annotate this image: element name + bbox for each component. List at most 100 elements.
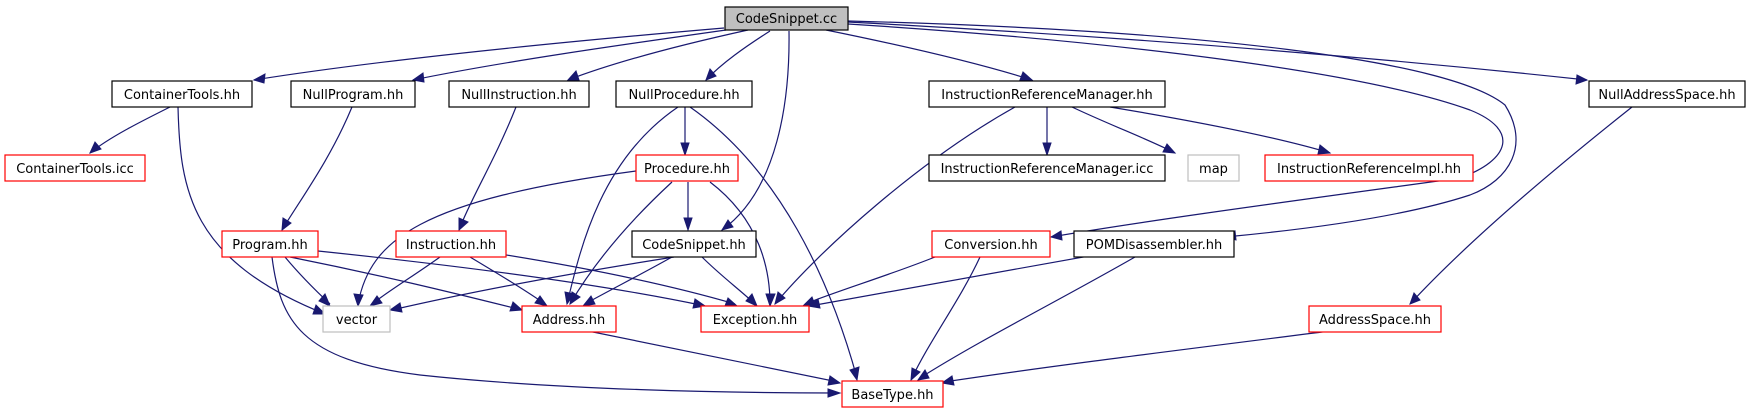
node-label: vector — [336, 313, 378, 328]
edge-codesnippet-hh-to-address-hh — [581, 256, 673, 307]
node-box — [700, 305, 810, 333]
node-label: NullProcedure.hh — [628, 88, 739, 103]
node-box — [931, 230, 1051, 258]
node-box — [4, 154, 146, 182]
node-address-hh[interactable]: Address.hh — [521, 305, 617, 333]
node-box — [841, 380, 944, 408]
edge-pomdisassembler-hh-to-basetype-hh — [916, 256, 1136, 381]
node-box — [395, 230, 507, 258]
edge-codesnippet-cc-to-containertools-hh — [252, 27, 725, 84]
edge-codesnippet-hh-to-vector — [388, 256, 675, 313]
node-label: Exception.hh — [713, 313, 798, 328]
node-box — [290, 80, 416, 108]
edge-nullprogram-hh-to-program-hh — [281, 106, 353, 232]
node-box — [448, 80, 590, 108]
node-label: NullProgram.hh — [303, 88, 404, 103]
edge-codesnippet-cc-to-nulladdressspace-hh — [847, 21, 1589, 85]
node-label: InstructionReferenceManager.icc — [941, 162, 1154, 177]
node-label: BaseType.hh — [851, 388, 933, 403]
edge-nullinstruction-hh-to-instruction-hh — [458, 106, 517, 232]
node-codesnippet-hh[interactable]: CodeSnippet.hh — [631, 230, 757, 258]
node-label: Procedure.hh — [644, 162, 730, 177]
node-box — [111, 80, 253, 108]
node-pomdisassembler-hh[interactable]: POMDisassembler.hh — [1073, 230, 1235, 258]
node-label: InstructionReferenceImpl.hh — [1277, 162, 1461, 177]
edge-procedure-hh-to-address-hh — [569, 181, 673, 306]
node-containertools-icc[interactable]: ContainerTools.icc — [4, 154, 146, 182]
edge-instruction-hh-to-address-hh — [469, 256, 549, 307]
node-label: CodeSnippet.cc — [736, 12, 837, 27]
node-box — [1264, 154, 1474, 182]
edge-nulladdressspace-hh-to-addressspace-hh — [1409, 106, 1633, 305]
node-label: NullInstruction.hh — [461, 88, 576, 103]
node-box — [521, 305, 617, 333]
edge-codesnippet-cc-to-nullprocedure-hh — [705, 30, 771, 81]
node-codesnippet-cc[interactable]: CodeSnippet.cc — [724, 6, 849, 31]
node-label: CodeSnippet.hh — [642, 238, 746, 253]
node-label: Instruction.hh — [406, 238, 496, 253]
node-box — [635, 154, 739, 182]
node-label: InstructionReferenceManager.hh — [941, 88, 1152, 103]
edge-instruction-hh-to-vector — [368, 256, 441, 307]
node-label: Address.hh — [533, 313, 605, 328]
node-box — [928, 80, 1166, 108]
node-label: ContainerTools.icc — [16, 162, 134, 177]
edge-nullprocedure-hh-to-basetype-hh — [689, 106, 860, 382]
node-map[interactable]: map — [1187, 154, 1240, 182]
node-program-hh[interactable]: Program.hh — [221, 230, 319, 258]
edge-procedure-hh-to-codesnippet-hh — [683, 182, 693, 232]
nodes: CodeSnippet.cc ContainerTools.hh NullPro… — [4, 6, 1746, 408]
node-label: Program.hh — [232, 238, 307, 253]
node-nullinstruction-hh[interactable]: NullInstruction.hh — [448, 80, 590, 108]
node-instrrefimpl-hh[interactable]: InstructionReferenceImpl.hh — [1264, 154, 1474, 182]
node-basetype-hh[interactable]: BaseType.hh — [841, 380, 944, 408]
node-containertools-hh[interactable]: ContainerTools.hh — [111, 80, 253, 108]
edge-conversion-hh-to-basetype-hh — [910, 256, 981, 382]
edge-program-hh-to-vector — [284, 256, 331, 307]
edge-containertools-hh-to-vector — [177, 106, 327, 315]
edge-nullprocedure-hh-to-procedure-hh — [680, 107, 690, 157]
node-conversion-hh[interactable]: Conversion.hh — [931, 230, 1051, 258]
edge-containertools-hh-to-containertools-icc — [89, 106, 171, 154]
node-exception-hh[interactable]: Exception.hh — [700, 305, 810, 333]
node-box — [1187, 154, 1240, 182]
edge-codesnippet-cc-to-nullprogram-hh — [411, 29, 727, 83]
edge-procedure-hh-to-vector — [353, 170, 637, 308]
edge-addressspace-hh-to-basetype-hh — [940, 330, 1331, 386]
node-nullprocedure-hh[interactable]: NullProcedure.hh — [615, 80, 753, 108]
edge-codesnippet-hh-to-exception-hh — [701, 256, 758, 307]
node-box — [615, 80, 753, 108]
node-box — [724, 6, 849, 31]
edge-instrrefmgr-hh-to-map — [1071, 106, 1177, 154]
edge-pomdisassembler-hh-to-exception-hh — [806, 253, 1101, 309]
node-instrrefmgr-hh[interactable]: InstructionReferenceManager.hh — [928, 80, 1166, 108]
node-label: AddressSpace.hh — [1319, 313, 1431, 328]
node-addressspace-hh[interactable]: AddressSpace.hh — [1308, 305, 1442, 333]
node-box — [1073, 230, 1235, 258]
node-label: map — [1199, 162, 1228, 177]
node-label: ContainerTools.hh — [124, 88, 240, 103]
edge-instrrefmgr-hh-to-instrrefimpl-hh — [1109, 106, 1332, 155]
node-nullprogram-hh[interactable]: NullProgram.hh — [290, 80, 416, 108]
node-label: Conversion.hh — [944, 238, 1038, 253]
node-box — [322, 305, 391, 333]
node-box — [631, 230, 757, 258]
node-nulladdressspace-hh[interactable]: NullAddressSpace.hh — [1588, 80, 1746, 108]
edge-instrrefmgr-hh-to-instrrefmgr-icc — [1042, 107, 1052, 157]
node-box — [1308, 305, 1442, 333]
node-vector[interactable]: vector — [322, 305, 391, 333]
node-instruction-hh[interactable]: Instruction.hh — [395, 230, 507, 258]
node-label: POMDisassembler.hh — [1086, 238, 1222, 253]
edge-instrrefmgr-hh-to-exception-hh — [774, 106, 1016, 306]
edge-program-hh-to-address-hh — [289, 256, 524, 312]
edge-procedure-hh-to-exception-hh — [709, 181, 776, 308]
edge-codesnippet-cc-to-instrrefmgr-hh — [825, 29, 1034, 81]
node-instrrefmgr-icc[interactable]: InstructionReferenceManager.icc — [928, 154, 1166, 182]
node-box — [928, 154, 1166, 182]
edge-program-hh-to-basetype-hh — [271, 256, 842, 398]
node-procedure-hh[interactable]: Procedure.hh — [635, 154, 739, 182]
node-label: NullAddressSpace.hh — [1598, 88, 1735, 103]
edge-codesnippet-cc-to-conversion-hh — [847, 23, 1504, 241]
edge-address-hh-to-basetype-hh — [587, 330, 842, 386]
